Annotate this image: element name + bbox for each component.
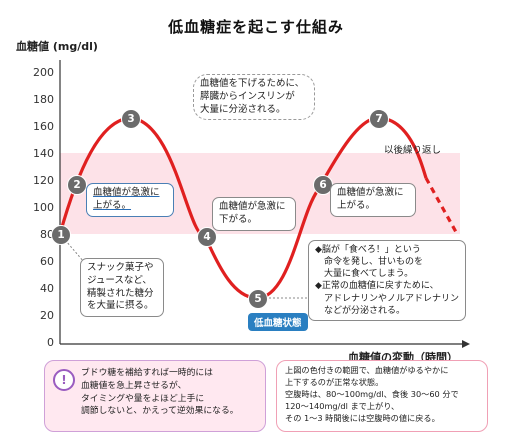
y-tick: 100	[33, 201, 54, 214]
y-tick: 140	[33, 147, 54, 160]
y-tick: 180	[33, 93, 54, 106]
low-blood-sugar-tag: 低血糖状態	[248, 313, 308, 331]
page-title: 低血糖症を起こす仕組み	[168, 18, 344, 36]
marker-7: 7	[369, 109, 389, 129]
repeat-label: 以後繰り返し	[384, 145, 442, 156]
marker-2: 2	[67, 175, 87, 195]
y-tick: 120	[33, 174, 54, 187]
callout-6: 血糖値が急激に 上がる。	[330, 183, 416, 217]
y-axis-label: 血糖値 (mg/dl)	[16, 40, 98, 53]
exclamation-icon: !	[53, 369, 75, 391]
x-axis-arrow	[462, 340, 470, 348]
repeat-curve	[424, 177, 458, 233]
callout-5: ◆脳が「食べろ！」という 命令を発し、甘いものを 大量に食べてしまう。 ◆正常の…	[308, 240, 466, 321]
callout-1: スナック菓子や ジュースなど、 精製された糖分 を大量に摂る。	[80, 258, 164, 318]
callout-2: 血糖値が急激に 上がる。	[86, 183, 174, 217]
y-tick: 200	[33, 66, 54, 79]
y-tick: 0	[47, 336, 54, 349]
note-panel-right: 上図の色付きの範囲で、血糖値がゆるやかに 上下するのが正常な状態。 空腹時は、8…	[276, 360, 488, 432]
marker-5: 5	[248, 289, 268, 309]
marker-4: 4	[197, 227, 217, 247]
y-tick: 20	[40, 309, 54, 322]
y-tick: 40	[40, 282, 54, 295]
y-tick: 60	[40, 255, 54, 268]
y-tick: 80	[40, 228, 54, 241]
y-tick: 160	[33, 120, 54, 133]
callout-4: 血糖値が急激に 下がる。	[212, 197, 296, 231]
note-panel-left: ! ブドウ糖を補給すれば一時的には 血糖値を急上昇させるが、 タイミングや量をよ…	[44, 360, 266, 432]
callout-3: 血糖値を下げるために、 膵臓からインスリンが 大量に分泌される。	[193, 74, 315, 121]
marker-3: 3	[121, 109, 141, 129]
marker-1: 1	[51, 225, 71, 245]
